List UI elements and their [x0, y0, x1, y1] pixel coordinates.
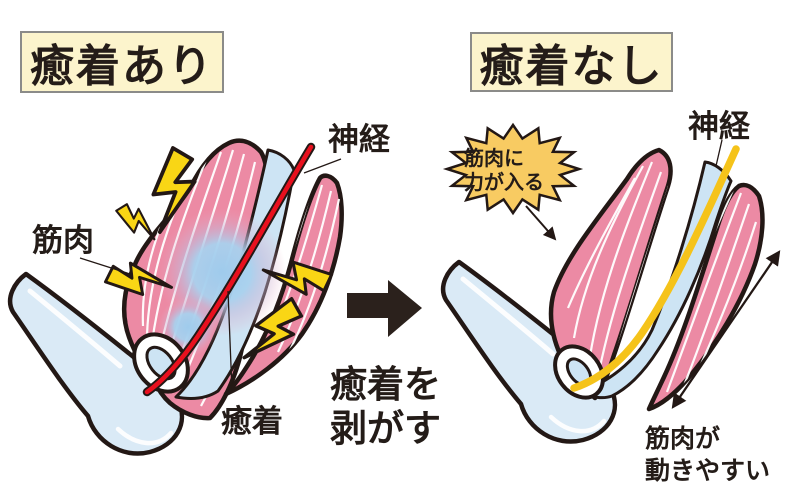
starburst-bubble	[442, 122, 584, 216]
nerve-sheath-channel	[578, 160, 733, 400]
muscle-label: 筋肉	[32, 223, 94, 258]
starburst-caption: 筋肉に 力が入る	[464, 147, 544, 195]
starburst-caption-line1: 筋肉に	[464, 148, 524, 170]
left-illustration-adhesion	[10, 141, 342, 454]
starburst-pointer-arrow	[525, 205, 557, 241]
starburst-caption-line2: 力が入る	[464, 172, 544, 194]
muscle-leader-line	[79, 257, 131, 275]
transition-caption-line1: 癒着を	[330, 364, 441, 405]
transition-caption: 癒着を 剥がす	[330, 363, 441, 452]
nerve-label-left: 神経	[328, 122, 390, 157]
adhesion-leader-line	[227, 290, 233, 392]
nerve-leader-line	[303, 158, 342, 174]
nerve-red-line	[144, 144, 314, 395]
movement-caption: 筋肉が 動きやすい	[645, 423, 770, 487]
movement-caption-line2: 動きやすい	[645, 457, 771, 485]
right-panel-title: 癒着なし	[470, 32, 673, 92]
nerve-yellow-line	[570, 145, 740, 392]
nerve-label-right: 神経	[688, 109, 750, 144]
movement-double-arrow	[671, 250, 781, 409]
adhesion-label: 癒着	[221, 404, 283, 439]
movement-caption-line1: 筋肉が	[645, 425, 721, 453]
left-panel-title: 癒着あり	[20, 31, 224, 93]
tendon-ring	[132, 332, 190, 394]
transition-arrow-icon	[347, 280, 422, 337]
transition-caption-line2: 剥がす	[330, 408, 441, 450]
nerve-leader-line	[715, 139, 723, 167]
